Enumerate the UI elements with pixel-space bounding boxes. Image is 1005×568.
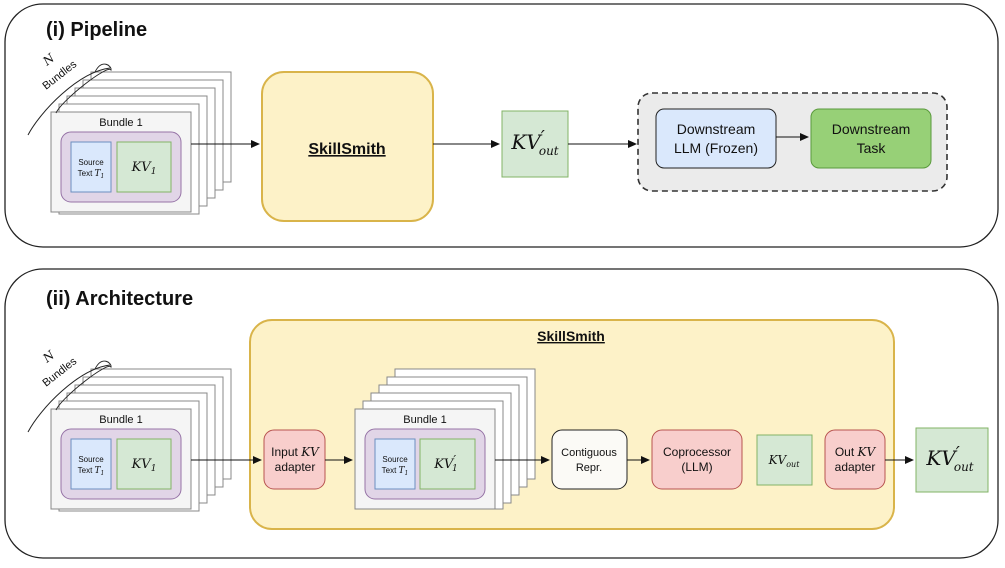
input-kv-adapter-line1: Input KV: [271, 445, 320, 459]
pipeline-panel: (i) Pipeline Bundle 1 Source Text T1 KV1…: [4, 3, 999, 248]
source-text-box: [70, 141, 112, 193]
kv-out-box: [756, 434, 813, 486]
bundles-curve: [27, 67, 111, 136]
source-text-line2: Text T1: [78, 169, 105, 180]
inner-kv-label: KV′1: [433, 453, 458, 474]
coprocessor-line1: Coprocessor: [663, 445, 731, 459]
inner-bundle-stack: Bundle 1 Source Text T1 KV′1: [354, 368, 536, 510]
coprocessor-box: [651, 429, 743, 490]
inner-source-text-box: [374, 438, 416, 490]
architecture-bundle-stack: Bundle 1 Source Text T1 KV1 N Bundles: [27, 348, 232, 512]
pipeline-bundle-stack: Bundle 1 Source Text T1 KV1 N Bundles: [27, 51, 232, 215]
source-text-line1: Source: [78, 158, 104, 167]
downstream-task-box: [810, 108, 932, 169]
skillsmith-box: [261, 71, 434, 222]
downstream-task-line1: Downstream: [832, 121, 911, 137]
downstream-llm-box: [655, 108, 777, 169]
inner-kv-box: [419, 438, 476, 490]
out-kv-adapter-line2: adapter: [835, 460, 876, 474]
bundles-curve: [27, 364, 111, 433]
bundle-label: Bundle 1: [99, 117, 142, 129]
bundle-label: Bundle 1: [99, 414, 142, 426]
skillsmith-container: [249, 319, 895, 530]
inner-source-text-line2: Text T1: [382, 466, 409, 477]
architecture-panel: (ii) Architecture Bundle 1 Source Text T…: [4, 268, 999, 559]
skillsmith-label: SkillSmith: [308, 141, 385, 158]
architecture-panel-title: (ii) Architecture: [46, 288, 193, 310]
contiguous-repr-line2: Repr.: [576, 462, 602, 474]
inner-bundle-label: Bundle 1: [403, 414, 446, 426]
source-text-box: [70, 438, 112, 490]
contiguous-repr-box: [551, 429, 628, 490]
kv-cache-box: [116, 141, 172, 193]
output-kv-label: KV′out: [510, 127, 558, 158]
source-text-line2: Text T1: [78, 466, 105, 477]
downstream-llm-line2: LLM (Frozen): [674, 140, 758, 156]
kv-out-label: KVout: [768, 453, 801, 469]
kv-cache-label: KV1: [131, 160, 157, 177]
kv-cache-label: KV1: [131, 457, 157, 474]
bundles-brace: [55, 63, 112, 114]
downstream-task-line2: Task: [857, 140, 887, 156]
skillsmith-container-title: SkillSmith: [537, 328, 605, 344]
coprocessor-line2: (LLM): [681, 460, 712, 474]
out-kv-adapter-line1: Out KV: [835, 445, 877, 459]
bundles-brace: [55, 360, 112, 411]
inner-source-text-line1: Source: [382, 455, 408, 464]
final-kv-label: KV′out: [925, 443, 973, 474]
final-kv-box: [915, 427, 989, 493]
source-text-line1: Source: [78, 455, 104, 464]
contiguous-repr-line1: Contiguous: [561, 447, 617, 459]
kv-cache-box: [116, 438, 172, 490]
downstream-llm-line1: Downstream: [677, 121, 756, 137]
pipeline-panel-title: (i) Pipeline: [46, 19, 147, 41]
output-kv-box: [501, 110, 569, 178]
input-kv-adapter-line2: adapter: [275, 460, 316, 474]
